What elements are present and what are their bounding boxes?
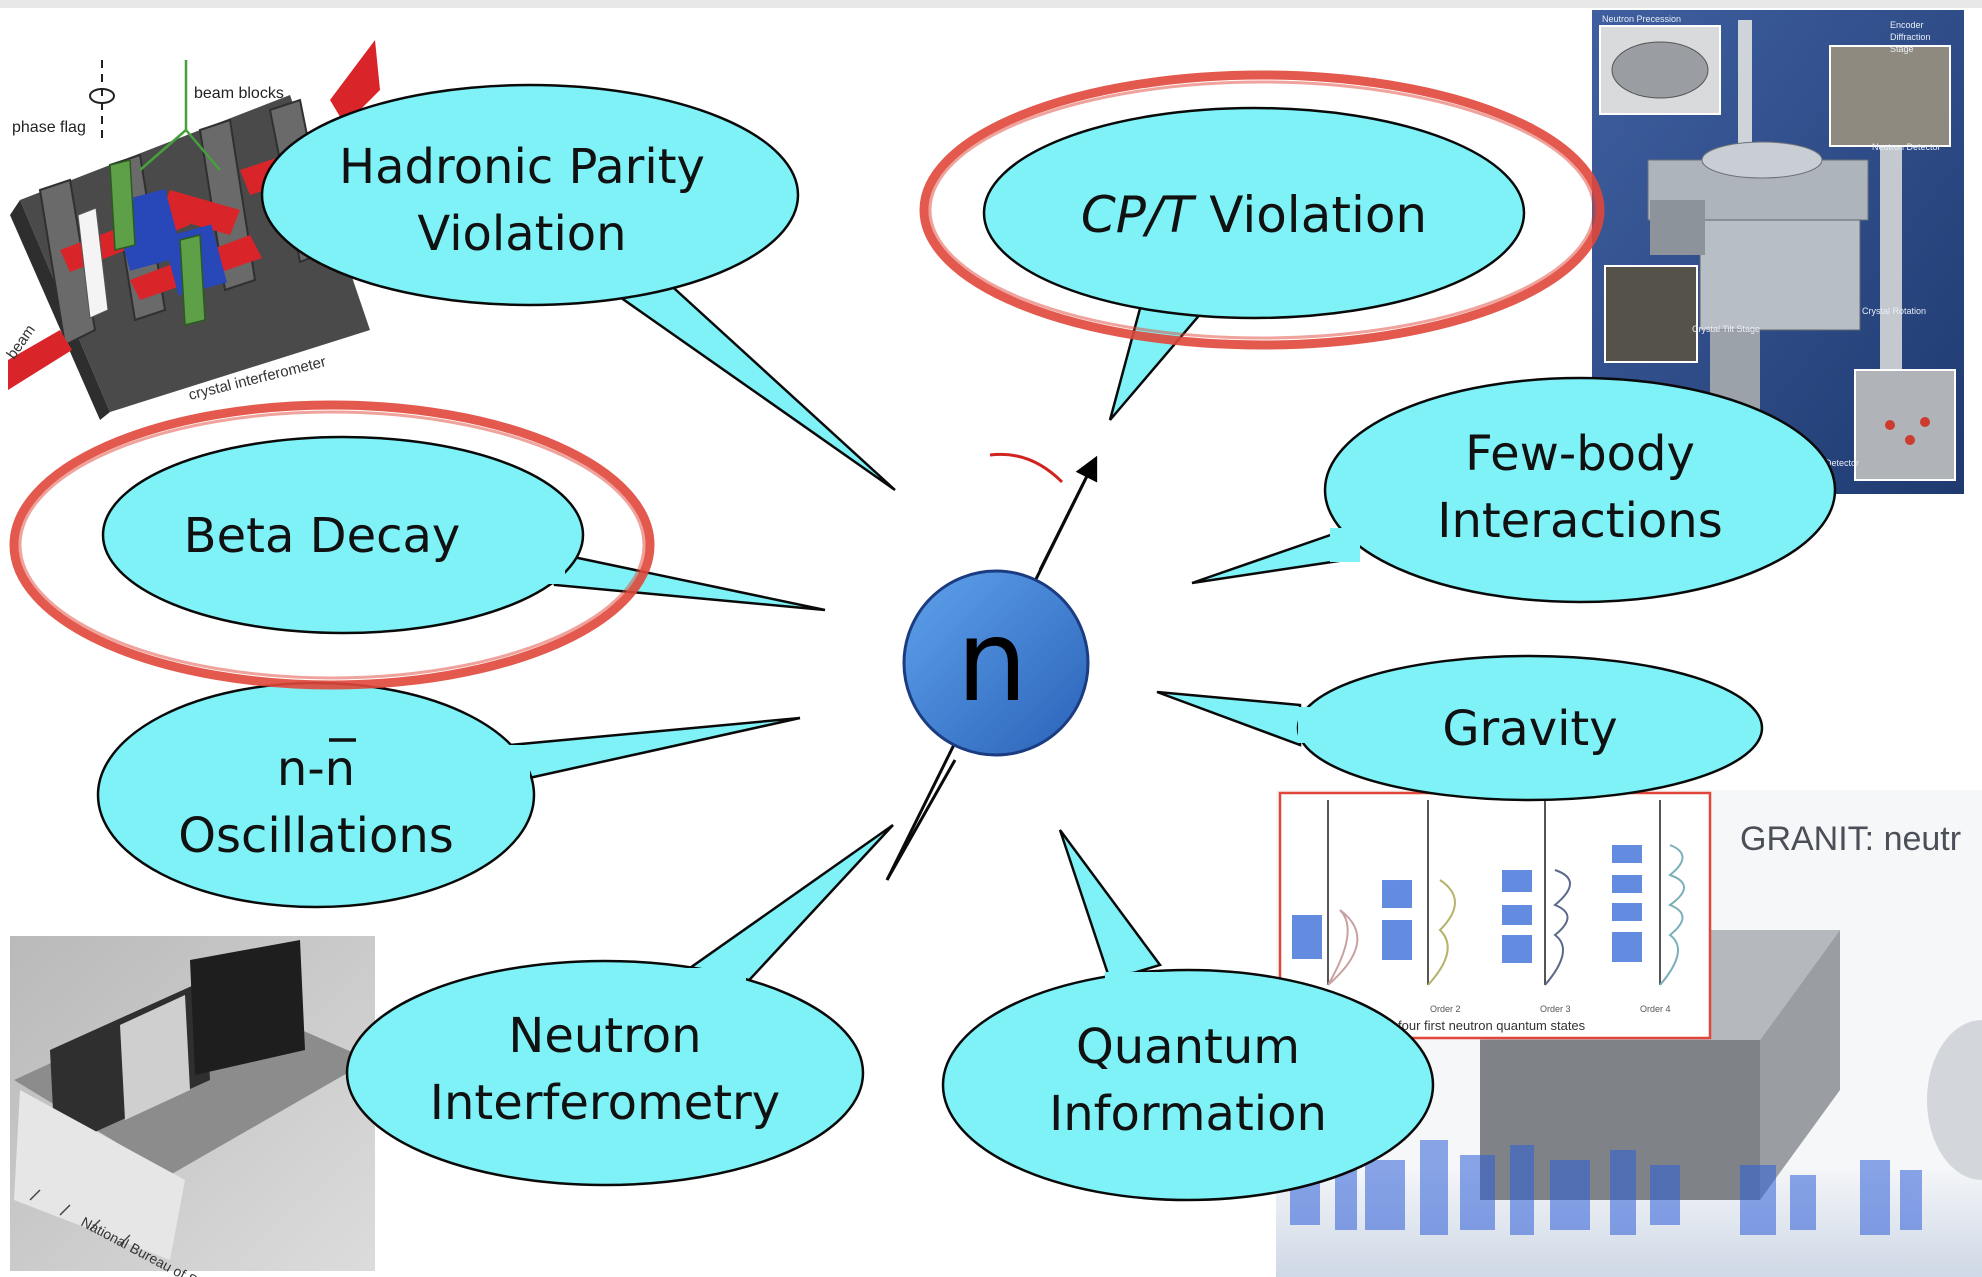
edm-label-diffraction: Diffraction — [1890, 32, 1930, 42]
neutron-node: n — [902, 569, 1090, 757]
bubble-nnbar-line1: n-n — [277, 741, 355, 797]
edm-label-stage: Stage — [1890, 44, 1914, 54]
edm-label-precession: Neutron Precession — [1602, 14, 1681, 24]
bubble-gravity-line1: Gravity — [1442, 701, 1617, 757]
edm-label-detector-top: Neutron Detector — [1872, 142, 1941, 152]
spin-rotation-arc — [989, 452, 1064, 484]
bubble-few-body: Few-body Interactions — [1191, 376, 1837, 604]
highlight-circles — [9, 70, 1605, 690]
bubble-quantum-info: Quantum Information — [941, 829, 1435, 1202]
red-circle-beta-decay — [9, 400, 655, 690]
bubble-cpt-rest: Violation — [1193, 186, 1427, 244]
granit-order-2: Order 2 — [1430, 1004, 1461, 1014]
red-circle-cpt — [919, 70, 1605, 350]
bubble-interferometry-line2: Interferometry — [430, 1075, 780, 1131]
bubble-few-body-line1: Few-body — [1465, 426, 1695, 482]
bubble-interferometry: Neutron Interferometry — [345, 823, 894, 1187]
neutron-label: n — [957, 597, 1028, 727]
label-beam-blocks: beam blocks — [194, 85, 284, 102]
bubble-quantum-info-line1: Quantum — [1076, 1019, 1300, 1075]
crystal-photo: National Bureau of Standards — [10, 936, 375, 1277]
bubble-nnbar: n-n Oscillations — [96, 681, 801, 909]
granit-caption: The four first neutron quantum states — [1372, 1018, 1586, 1033]
edm-label-tilt: Crystal Tilt Stage — [1692, 324, 1760, 334]
bubble-few-body-line2: Interactions — [1437, 493, 1722, 549]
edm-label-rotation: Crystal Rotation — [1862, 306, 1926, 316]
spin-arrow — [1038, 455, 1098, 571]
label-phase-flag: phase flag — [12, 119, 86, 136]
granit-title: GRANIT: neutr — [1740, 820, 1961, 858]
granit-inset: Order 2 Order 3 Order 4 The four first n… — [1278, 791, 1712, 1040]
bubble-cpt-violation: CP/T Violation — [982, 106, 1526, 421]
bubble-hadronic-parity-line1: Hadronic Parity — [339, 139, 705, 195]
bubble-beta-decay: Beta Decay — [101, 435, 826, 635]
granit-order-4: Order 4 — [1640, 1004, 1671, 1014]
bubble-interferometry-line1: Neutron — [508, 1008, 701, 1064]
bubble-cpt-italic: CP/T — [1081, 186, 1197, 244]
bubble-quantum-info-line2: Information — [1049, 1086, 1327, 1142]
bubble-nnbar-line2: Oscillations — [178, 808, 454, 864]
bubble-cpt-text: CP/T Violation — [1081, 186, 1427, 244]
bubble-beta-decay-line1: Beta Decay — [184, 508, 461, 564]
bubble-gravity: Gravity — [1156, 654, 1764, 802]
edm-label-detector: Detector — [1825, 458, 1859, 468]
top-shadow — [0, 0, 1982, 8]
bubble-hadronic-parity-line2: Violation — [417, 206, 626, 262]
edm-label-encoder: Encoder — [1890, 20, 1924, 30]
granit-photo: GRANIT: neutr Order 2 Or — [1276, 790, 1982, 1277]
spin-line-stub — [885, 759, 957, 881]
granit-order-3: Order 3 — [1540, 1004, 1571, 1014]
bubble-hadronic-parity: Hadronic Parity Violation — [260, 83, 896, 492]
